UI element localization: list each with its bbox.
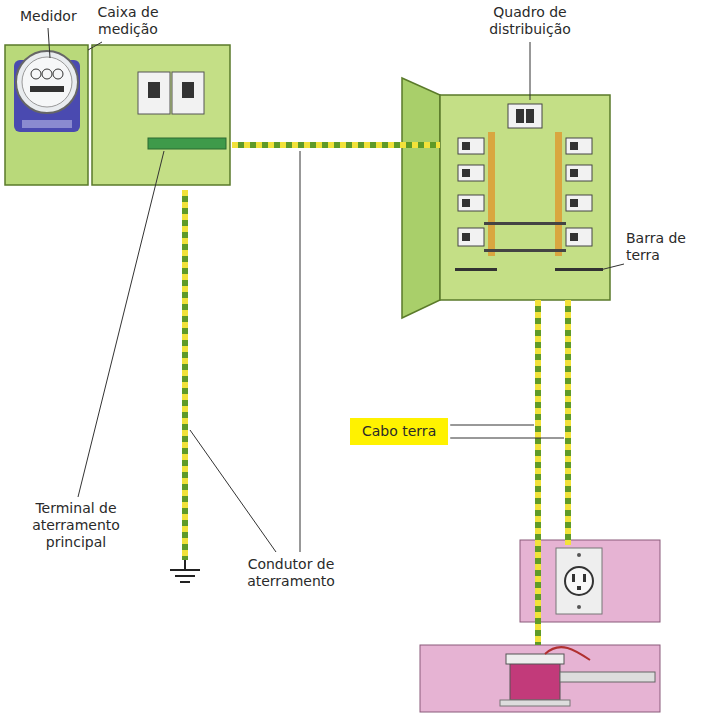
distribution-board xyxy=(402,78,610,318)
leader-lines xyxy=(48,28,624,552)
leader-line xyxy=(450,438,564,439)
part-label: Caixa de medição xyxy=(80,4,176,38)
part-label: Terminal de aterramento principal xyxy=(14,500,138,551)
meter-box xyxy=(5,45,88,185)
part-label: Condutor de aterramento xyxy=(226,556,356,590)
highlight-label: Cabo terra xyxy=(350,418,448,445)
ground-symbol xyxy=(170,560,200,582)
part-label: Medidor xyxy=(20,8,100,25)
appliance xyxy=(420,645,660,712)
part-label: Barra de terra xyxy=(626,230,704,264)
ground-wire xyxy=(185,145,568,645)
part-label: Quadro de distribuição xyxy=(468,4,592,38)
leader-line xyxy=(450,425,534,426)
label-text: Cabo terra xyxy=(362,423,436,440)
